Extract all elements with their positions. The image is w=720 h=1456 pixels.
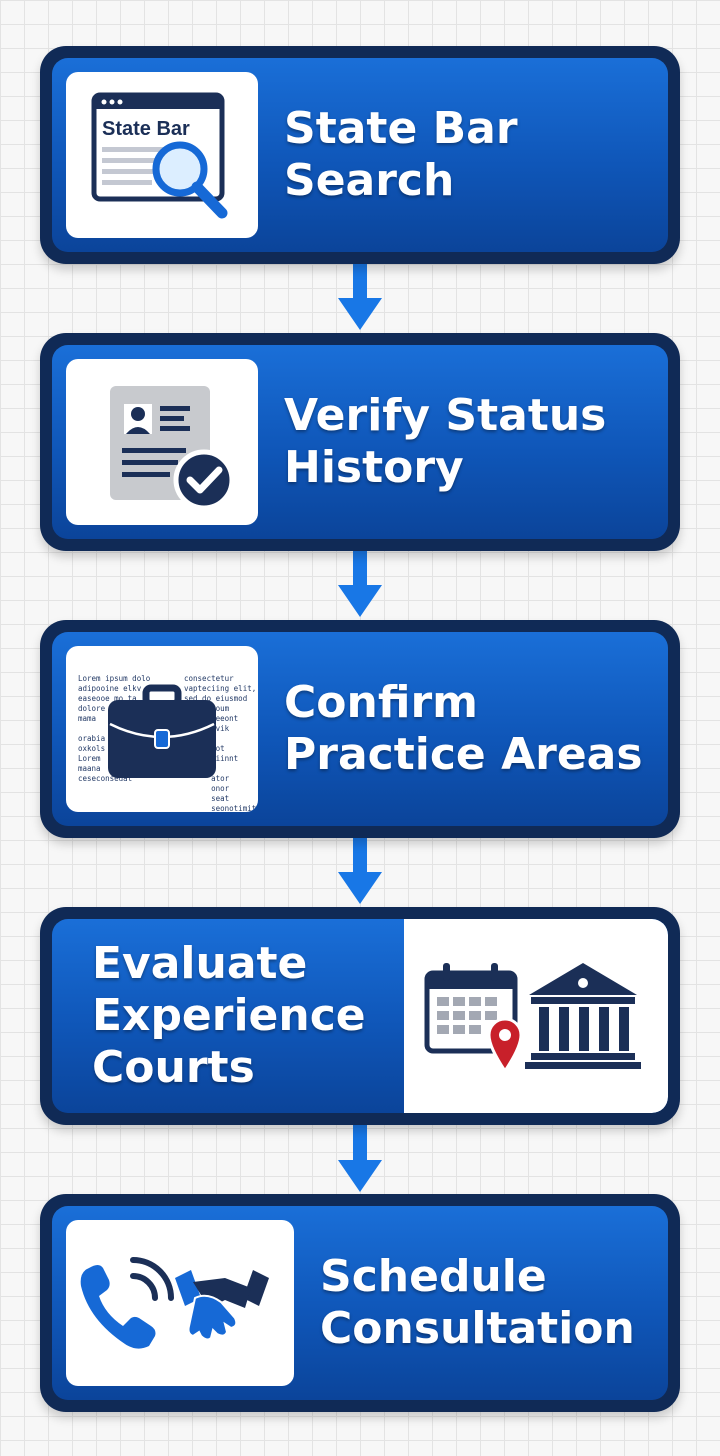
- step-card-confirm-practice: Lorem ipsum dolo adipooine elkv easeooe …: [40, 620, 680, 838]
- document-text-left: Lorem ipsum dolo adipooine elkv easeooe …: [78, 674, 151, 783]
- step-label-line: History: [284, 442, 464, 493]
- step-label-line: Practice Areas: [284, 729, 643, 780]
- icon-tile: [66, 1220, 294, 1386]
- step-label-line: Schedule: [320, 1251, 547, 1303]
- calendar-courthouse-icon: [424, 963, 641, 1074]
- document-text-right: consectetur vapteciing elit, sed do eius…: [184, 674, 257, 812]
- icon-tile: Lorem ipsum dolo adipooine elkv easeooe …: [66, 646, 258, 812]
- profile-check-icon: [110, 386, 235, 511]
- step-label: Confirm Practice Areas: [284, 632, 643, 826]
- step-label: State Bar Search: [284, 58, 518, 252]
- step-label-line: Confirm: [284, 677, 479, 729]
- icon-tile: State Bar: [66, 72, 258, 238]
- step-label-line: Verify Status: [284, 390, 607, 442]
- step-card-schedule-consultation: Schedule Consultation: [40, 1194, 680, 1412]
- step-label-line: Search: [284, 155, 455, 206]
- svg-text:State Bar: State Bar: [102, 118, 190, 140]
- step-label-line: Consultation: [320, 1303, 635, 1354]
- step-label: Evaluate Experience Courts: [92, 919, 366, 1113]
- step-label-line: Courts: [92, 1041, 255, 1093]
- step-label-line: Experience: [92, 990, 366, 1042]
- phone-icon: [80, 1265, 156, 1349]
- icon-tile: [404, 919, 668, 1113]
- briefcase-icon: [108, 684, 216, 778]
- step-card-state-bar-search: State Bar State Bar Search: [40, 46, 680, 264]
- step-label-line: State Bar: [284, 103, 518, 155]
- phone-handshake-icon: [80, 1257, 269, 1349]
- step-label: Verify Status History: [284, 345, 606, 539]
- step-label-line: Evaluate: [92, 938, 308, 990]
- handshake-icon: [175, 1270, 269, 1341]
- step-label: Schedule Consultation: [320, 1206, 635, 1400]
- icon-tile: [66, 359, 258, 525]
- step-card-evaluate-experience: Evaluate Experience Courts: [40, 907, 680, 1125]
- step-card-verify-status: Verify Status History: [40, 333, 680, 551]
- search-icon: State Bar: [91, 92, 228, 219]
